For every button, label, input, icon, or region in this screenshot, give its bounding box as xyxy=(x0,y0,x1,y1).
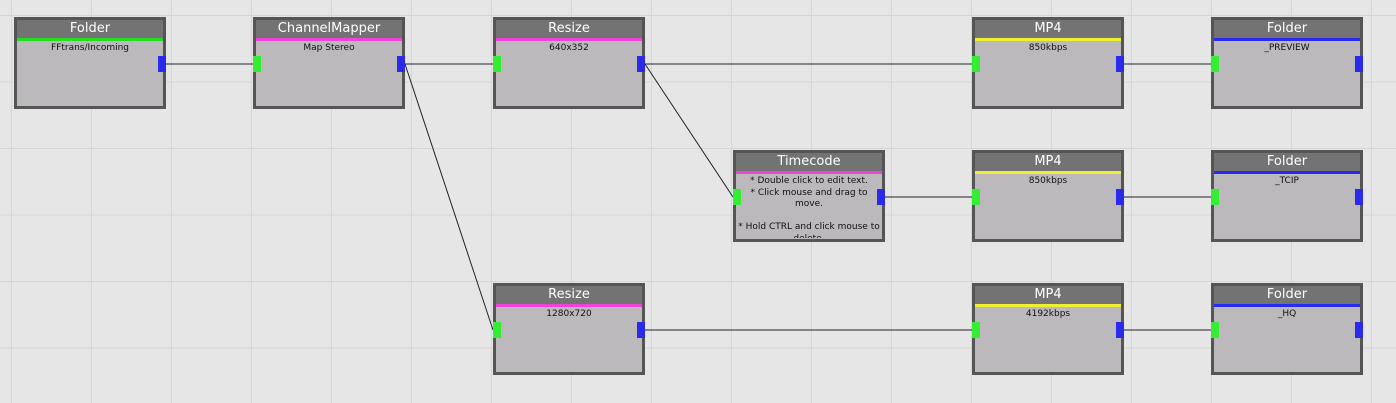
node-title: MP4 xyxy=(975,286,1121,304)
input-port[interactable] xyxy=(972,56,980,72)
input-port[interactable] xyxy=(253,56,261,72)
node-type-bar xyxy=(496,38,642,41)
node-title: ChannelMapper xyxy=(256,20,402,38)
output-port[interactable] xyxy=(1355,322,1363,338)
node-type-bar xyxy=(256,38,402,41)
node-folder-preview[interactable]: Folder _PREVIEW xyxy=(1211,17,1363,109)
input-port[interactable] xyxy=(493,322,501,338)
output-port[interactable] xyxy=(1116,56,1124,72)
node-type-bar xyxy=(17,38,163,41)
output-port[interactable] xyxy=(877,189,885,205)
output-port[interactable] xyxy=(1116,189,1124,205)
node-title: Folder xyxy=(1214,153,1360,171)
node-parameter[interactable]: 1280x720 xyxy=(546,309,592,319)
wire-channelmapper-to-resize-2 xyxy=(404,63,494,331)
node-parameter[interactable]: * Double click to edit text. * Click mou… xyxy=(738,176,880,238)
input-port[interactable] xyxy=(972,322,980,338)
node-mp4-3[interactable]: MP4 4192kbps xyxy=(972,283,1124,375)
node-parameter[interactable]: _TCIP xyxy=(1275,176,1299,186)
node-parameter[interactable]: 850kbps xyxy=(1028,43,1068,53)
node-parameter[interactable]: 4192kbps xyxy=(1025,309,1071,319)
node-type-bar xyxy=(736,171,882,174)
node-title: Timecode xyxy=(736,153,882,171)
input-port[interactable] xyxy=(1211,189,1219,205)
node-mp4-2[interactable]: MP4 850kbps xyxy=(972,150,1124,242)
node-resize-2[interactable]: Resize 1280x720 xyxy=(493,283,645,375)
node-resize-1[interactable]: Resize 640x352 xyxy=(493,17,645,109)
wire-resize-1-to-timecode xyxy=(644,63,734,198)
node-type-bar xyxy=(1214,304,1360,307)
node-title: Folder xyxy=(17,20,163,38)
output-port[interactable] xyxy=(1355,189,1363,205)
node-parameter[interactable]: _HQ xyxy=(1277,309,1297,319)
output-port[interactable] xyxy=(1116,322,1124,338)
node-title: Folder xyxy=(1214,20,1360,38)
input-port[interactable] xyxy=(1211,56,1219,72)
node-folder-tcip[interactable]: Folder _TCIP xyxy=(1211,150,1363,242)
node-timecode[interactable]: Timecode * Double click to edit text. * C… xyxy=(733,150,885,242)
node-type-bar xyxy=(1214,38,1360,41)
output-port[interactable] xyxy=(637,322,645,338)
node-type-bar xyxy=(975,304,1121,307)
input-port[interactable] xyxy=(972,189,980,205)
output-port[interactable] xyxy=(1355,56,1363,72)
node-title: Resize xyxy=(496,20,642,38)
node-type-bar xyxy=(975,38,1121,41)
output-port[interactable] xyxy=(637,56,645,72)
node-parameter[interactable]: _PREVIEW xyxy=(1264,43,1310,53)
output-port[interactable] xyxy=(397,56,405,72)
node-title: Resize xyxy=(496,286,642,304)
node-parameter[interactable]: 640x352 xyxy=(549,43,589,53)
input-port[interactable] xyxy=(1211,322,1219,338)
node-folder-hq[interactable]: Folder _HQ xyxy=(1211,283,1363,375)
node-type-bar xyxy=(496,304,642,307)
input-port[interactable] xyxy=(493,56,501,72)
node-parameter[interactable]: 850kbps xyxy=(1028,176,1068,186)
node-parameter[interactable]: FFtrans/Incoming xyxy=(50,43,130,53)
node-type-bar xyxy=(975,171,1121,174)
node-title: MP4 xyxy=(975,153,1121,171)
output-port[interactable] xyxy=(158,56,166,72)
node-type-bar xyxy=(1214,171,1360,174)
node-mp4-1[interactable]: MP4 850kbps xyxy=(972,17,1124,109)
input-port[interactable] xyxy=(733,189,741,205)
node-title: Folder xyxy=(1214,286,1360,304)
node-title: MP4 xyxy=(975,20,1121,38)
node-parameter[interactable]: Map Stereo xyxy=(303,43,355,53)
